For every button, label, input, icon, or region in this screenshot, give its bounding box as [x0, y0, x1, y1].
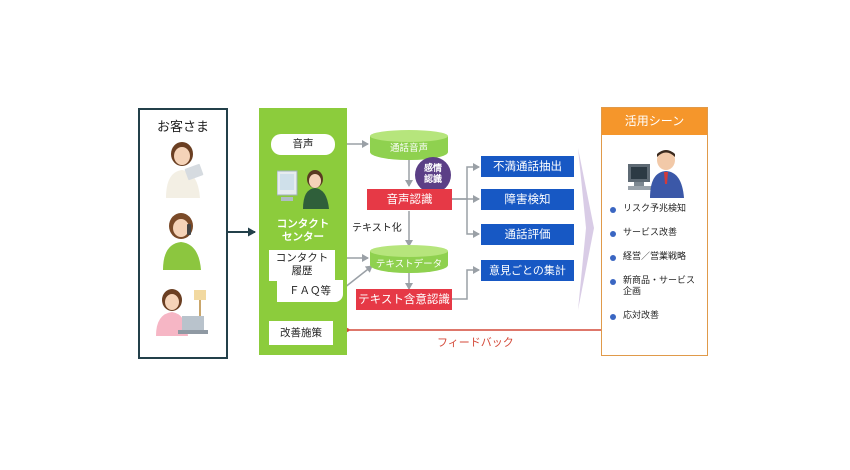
customer-phone-icon [163, 213, 201, 270]
bullet-icon [610, 279, 616, 285]
text-data-label: テキストデータ [375, 259, 443, 270]
output-call-evaluation: 通話評価 [481, 224, 574, 245]
operator-icon [277, 170, 329, 209]
scene-item: サービス改善 [602, 228, 707, 239]
faq-doc: ＦＡＱ等 [277, 280, 343, 302]
scene-item: 経営／営業戦略 [602, 252, 707, 263]
customer-tablet-icon [166, 142, 204, 198]
contact-center-label: コンタクト センター [276, 218, 330, 243]
speech-recognition-box: 音声認識 [367, 189, 452, 210]
output-opinion-aggregation: 意見ごとの集計 [481, 260, 574, 281]
usage-scene-list: リスク予兆検知 サービス改善 経営／営業戦略 新商品・サービス 企画 応対改善 [602, 204, 707, 335]
text-data-cylinder: テキストデータ [370, 245, 448, 273]
output-complaint-extraction: 不満通話抽出 [481, 156, 574, 177]
bullet-icon [610, 207, 616, 213]
customers-panel: お客さま [138, 108, 228, 359]
output-failure-detection: 障害検知 [481, 189, 574, 210]
call-audio-label: 通話音声 [389, 143, 428, 154]
bullet-icon [610, 231, 616, 237]
customers-title: お客さま [156, 120, 209, 135]
bullet-icon [610, 255, 616, 261]
feedback-label: フィードバック [437, 336, 514, 349]
bullet-icon [610, 314, 616, 320]
customer-laptop-icon [156, 289, 208, 336]
scene-item: 新商品・サービス 企画 [602, 276, 707, 298]
intent-to-outputs [452, 266, 480, 300]
usage-scene-title: 活用シーン [602, 108, 707, 135]
contact-center-panel: 音声 コンタクト センター コンタクト 履歴 ＦＡＱ等 改善施策 [259, 108, 347, 355]
businessman-computer-icon [628, 150, 684, 198]
emotion-recognition-circle: 感情 認識 [415, 157, 451, 193]
call-audio-cylinder: 通話音声 [370, 130, 448, 160]
text-conversion-label: テキスト化 [352, 223, 402, 234]
improvement-box: 改善施策 [269, 321, 333, 345]
scene-item: リスク予兆検知 [602, 204, 707, 215]
voice-pill: 音声 [271, 134, 335, 155]
recognition-to-outputs [452, 163, 480, 200]
usage-scene-panel: 活用シーン リスク予兆検知 サービス改善 経営／営業戦略 新商品・サービス 企画… [601, 107, 708, 356]
text-intent-box: テキスト含意認識 [356, 289, 452, 310]
chevron-arrow [578, 148, 594, 310]
faq-to-text-arrow [343, 265, 373, 289]
contact-history-doc: コンタクト 履歴 [269, 250, 335, 281]
scene-item: 応対改善 [602, 311, 707, 322]
